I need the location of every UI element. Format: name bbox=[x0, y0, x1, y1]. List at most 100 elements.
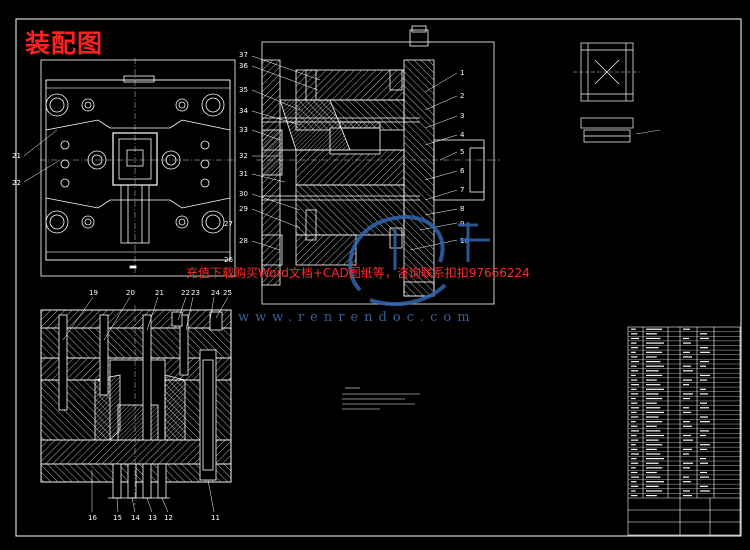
watermark-logo bbox=[348, 215, 490, 307]
bom-cell-mark bbox=[646, 397, 663, 400]
bom-cell-mark bbox=[631, 337, 639, 340]
callout-20: 20 bbox=[126, 289, 135, 297]
bom-cell-mark bbox=[631, 351, 636, 353]
callout-26: 26 bbox=[224, 256, 233, 264]
bom-cell-mark bbox=[700, 476, 709, 478]
bom-cell-mark bbox=[646, 494, 657, 497]
callout-11: 11 bbox=[211, 514, 220, 522]
bom-cell-mark bbox=[631, 333, 638, 335]
callout-22: 22 bbox=[181, 289, 190, 297]
callout-27: 27 bbox=[224, 220, 233, 228]
bom-cell-mark bbox=[631, 462, 639, 464]
callout-16: 16 bbox=[88, 514, 97, 522]
bom-cell-mark bbox=[631, 494, 638, 497]
bom-cell-mark bbox=[646, 347, 659, 349]
callout-14: 14 bbox=[131, 514, 140, 522]
callout-30: 30 bbox=[239, 190, 248, 198]
bom-cell-mark bbox=[683, 448, 692, 450]
bom-cell-mark bbox=[646, 337, 661, 340]
bom-cell-mark bbox=[631, 407, 639, 409]
bom-cell-mark bbox=[631, 448, 638, 450]
bom-cell-mark bbox=[631, 402, 638, 404]
bom-cell-mark bbox=[646, 439, 659, 441]
bom-cell-mark bbox=[700, 458, 706, 460]
bom-cell-mark bbox=[646, 393, 659, 395]
bom-cell-mark bbox=[631, 384, 639, 386]
bom-cell-mark bbox=[646, 365, 664, 367]
bom-cell-mark bbox=[631, 453, 639, 455]
callout-37: 37 bbox=[239, 51, 248, 59]
bom-cell-mark bbox=[700, 337, 709, 340]
callout-23: 23 bbox=[191, 289, 200, 297]
bom-cell-mark bbox=[700, 347, 708, 349]
bom-cell-mark bbox=[631, 444, 636, 446]
bom-cell-mark bbox=[646, 402, 657, 404]
bom-cell-mark bbox=[646, 444, 663, 446]
title-block bbox=[628, 497, 740, 535]
bom-cell-mark bbox=[631, 430, 639, 432]
callout-3: 3 bbox=[460, 112, 464, 120]
callout-31: 31 bbox=[239, 170, 248, 178]
bom-cell-mark bbox=[646, 448, 657, 450]
bom-cell-mark bbox=[646, 384, 661, 386]
bom-cell-mark bbox=[700, 490, 710, 492]
bom-cell-mark bbox=[683, 365, 691, 367]
callout-33: 33 bbox=[239, 126, 248, 134]
bom-cell-mark bbox=[646, 430, 661, 432]
bom-cell-mark bbox=[631, 342, 637, 344]
section-left-leaders bbox=[251, 55, 321, 251]
bom-cell-mark bbox=[683, 328, 690, 330]
bom-cell-mark bbox=[700, 379, 707, 381]
sheet-border bbox=[15, 18, 742, 537]
part-detail bbox=[573, 42, 661, 143]
bom-cell-mark bbox=[683, 421, 690, 423]
bom-cell-mark bbox=[631, 360, 639, 363]
callout-6: 6 bbox=[460, 167, 465, 175]
bom-cell-mark bbox=[700, 351, 710, 353]
bom-cell-mark bbox=[683, 453, 689, 455]
bom-cell-mark bbox=[683, 411, 691, 414]
bom-cell-mark bbox=[631, 365, 637, 367]
bom-cell-mark bbox=[700, 402, 707, 404]
callout-29: 29 bbox=[239, 205, 248, 213]
bom-cell-mark bbox=[683, 370, 693, 372]
bom-cell-mark bbox=[631, 328, 636, 330]
bom-cell-mark bbox=[646, 407, 661, 409]
bom-cell-mark bbox=[631, 458, 637, 460]
bom-cell-mark bbox=[631, 421, 636, 423]
bom-cell-mark bbox=[646, 434, 664, 437]
callout-19: 19 bbox=[89, 289, 98, 297]
bom-cell-mark bbox=[700, 448, 707, 450]
drawing-title: 装配图 bbox=[25, 29, 104, 58]
callout-25: 25 bbox=[223, 289, 232, 297]
callout-4: 4 bbox=[460, 131, 465, 139]
callout-24: 24 bbox=[211, 289, 220, 297]
bom-cell-mark bbox=[631, 434, 637, 437]
section-view bbox=[256, 25, 500, 305]
bom-cell-mark bbox=[631, 490, 636, 492]
callout-35: 35 bbox=[239, 86, 248, 94]
bom-cell-mark bbox=[700, 434, 706, 437]
callout-28: 28 bbox=[239, 237, 248, 245]
bom-cell-mark bbox=[683, 490, 690, 492]
bom-cell-mark bbox=[631, 481, 637, 483]
bom-cell-mark bbox=[631, 397, 636, 400]
bom-cell-mark bbox=[631, 476, 639, 478]
bom-cell-mark bbox=[631, 411, 637, 414]
bom-cell-mark bbox=[631, 467, 636, 469]
bom-cell-mark bbox=[646, 490, 663, 492]
bom-cell-mark bbox=[646, 462, 659, 464]
bom-cell-mark bbox=[631, 471, 638, 474]
bom-cell-mark bbox=[646, 370, 659, 372]
bom-cell-mark bbox=[646, 425, 657, 427]
callout-1: 1 bbox=[460, 69, 464, 77]
bom-cell-mark bbox=[646, 351, 663, 353]
bom-cell-mark bbox=[683, 393, 693, 395]
bom-cell-mark bbox=[700, 388, 706, 390]
bom-cell-mark bbox=[700, 360, 709, 363]
bom-cell-mark bbox=[683, 351, 690, 353]
bottom-section-view bbox=[40, 305, 232, 505]
bom-cell-mark bbox=[683, 467, 690, 469]
bom-cell-mark bbox=[646, 379, 657, 381]
callout-7: 7 bbox=[460, 186, 464, 194]
